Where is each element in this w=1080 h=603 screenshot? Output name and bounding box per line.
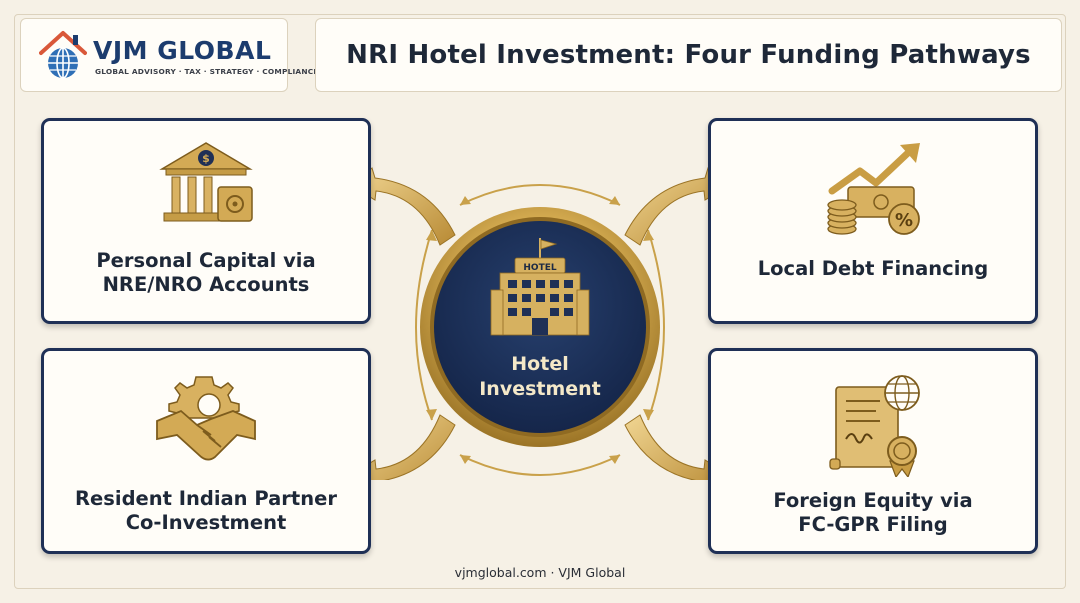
header: VJM GLOBAL GLOBAL ADVISORY · TAX · STRAT…: [20, 18, 1062, 92]
hub-diagram: HOTEL: [351, 167, 729, 480]
logo: VJM GLOBAL GLOBAL ADVISORY · TAX · STRAT…: [20, 18, 318, 92]
cycle-arrows: [415, 184, 665, 476]
pathway-label: Foreign Equity via FC-GPR Filing: [773, 489, 973, 536]
page-title: NRI Hotel Investment: Four Funding Pathw…: [346, 40, 1031, 70]
pathway-card-foreign-equity: Foreign Equity via FC-GPR Filing: [708, 348, 1038, 554]
pathway-label: Resident Indian Partner Co-Investment: [75, 487, 337, 534]
pathway-label: Local Debt Financing: [757, 257, 989, 280]
pathway-label: Personal Capital via NRE/NRO Accounts: [96, 249, 316, 296]
hub-label-line1: Hotel: [511, 353, 569, 375]
certificate-globe-icon: [829, 375, 920, 477]
footer-text: vjmglobal.com · VJM Global: [454, 565, 626, 580]
outer-frame: [14, 14, 1066, 589]
handshake-gear-icon: [156, 376, 256, 461]
svg-text:$: $: [202, 152, 210, 165]
money-growth-icon: %: [827, 143, 920, 235]
pathway-card-resident-partner: Resident Indian Partner Co-Investment: [41, 348, 371, 554]
brand-name: VJM GLOBAL: [93, 36, 272, 65]
pathway-card-personal-capital: $ Personal Capital via NRE/NRO Accounts: [41, 118, 371, 324]
svg-text:%: %: [895, 210, 913, 231]
pathway-card-local-debt: % Local Debt Financing: [708, 118, 1038, 324]
hub-label: Hotel Investment: [440, 352, 640, 402]
globe-house-icon: [39, 31, 87, 79]
title-banner: NRI Hotel Investment: Four Funding Pathw…: [315, 18, 1062, 92]
bank-icon: $: [159, 142, 253, 222]
brand-tagline: GLOBAL ADVISORY · TAX · STRATEGY · COMPL…: [95, 67, 319, 76]
hub-label-line2: Investment: [479, 378, 601, 400]
hotel-sign: HOTEL: [523, 263, 556, 273]
